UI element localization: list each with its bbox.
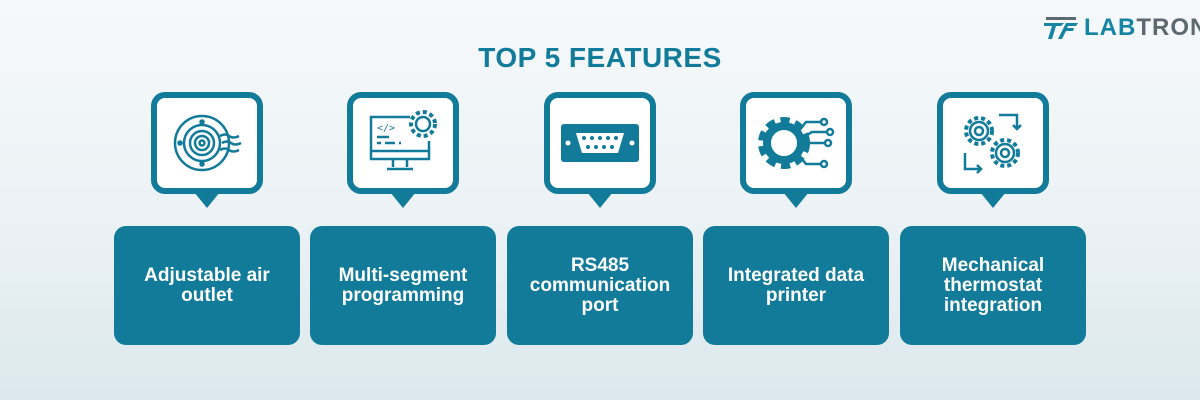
- feature-card: RS485 communication port: [507, 226, 693, 345]
- gears-cycle-icon: [963, 113, 1022, 174]
- labtron-logo: LABTRON: [1044, 14, 1200, 42]
- logo-text-lab: LAB: [1084, 14, 1137, 41]
- labtron-logo-icon: [1044, 17, 1078, 39]
- svg-text:</>: </>: [377, 123, 395, 134]
- programming-monitor-icon: </>: [369, 110, 437, 171]
- gear-circuit-icon: [758, 117, 835, 169]
- air-outlet-icon: [173, 114, 242, 172]
- feature-card: Adjustable air outlet: [114, 226, 300, 345]
- page-title: TOP 5 FEATURES: [478, 42, 722, 73]
- logo-text-tron: TRON: [1136, 14, 1200, 41]
- feature-card: Integrated data printer: [703, 226, 889, 345]
- serial-port-icon: [561, 124, 639, 162]
- feature-card: Multi-segment programming: [310, 226, 496, 345]
- feature-card: Mechanical thermostat integration: [900, 226, 1086, 345]
